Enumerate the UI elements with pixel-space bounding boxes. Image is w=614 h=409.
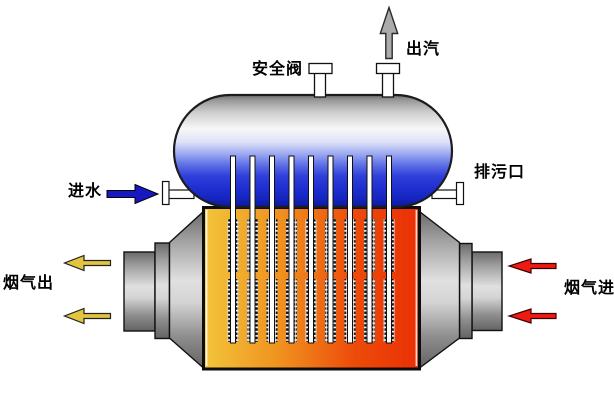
left-duct-cone	[168, 209, 205, 370]
flue-gas-in-arrow-icon-1	[507, 258, 557, 274]
heat-exchange-tube	[247, 155, 258, 344]
steam-outlet-stem	[381, 72, 395, 98]
steam-outlet-nozzle	[375, 62, 401, 98]
heat-exchange-tube	[344, 155, 356, 344]
flue-duct-left	[123, 209, 205, 370]
heat-exchange-tube	[266, 155, 278, 344]
left-duct-cylinder	[123, 251, 156, 332]
tube-body	[347, 155, 353, 344]
blowdown-port-label: 排污口	[474, 162, 526, 181]
safety-valve-nozzle	[308, 62, 333, 98]
flue-gas-out-label: 烟气出	[3, 273, 55, 292]
flue-gas-out-arrow-icon-1	[62, 254, 112, 272]
heat-exchange-tube	[286, 155, 297, 344]
flue-gas-in-arrow-icon-2	[507, 308, 557, 324]
tube-body	[288, 155, 295, 344]
safety-valve-cap	[308, 62, 333, 75]
tube-body	[308, 155, 314, 344]
steam-out-label: 出汽	[406, 39, 441, 58]
water-in-arrow-icon	[106, 183, 160, 205]
right-duct-cylinder	[471, 251, 503, 332]
heat-exchange-tube	[364, 155, 375, 344]
heat-exchange-tube	[383, 155, 395, 344]
blowdown-flange	[455, 181, 465, 206]
steam-outlet-cap	[375, 62, 401, 75]
heat-exchange-tube-bank	[227, 155, 395, 344]
heat-exchange-tube	[325, 155, 336, 344]
furnace-inner-edge-left	[205, 210, 208, 366]
water-inlet-flange	[161, 180, 170, 206]
flue-gas-in-label: 烟气进	[564, 278, 614, 297]
left-duct-ring	[154, 242, 171, 340]
tube-body	[249, 155, 256, 344]
heat-exchange-tube	[227, 155, 239, 344]
right-duct-ring	[458, 242, 473, 340]
water-in-label: 进水	[68, 181, 103, 200]
safety-valve-label: 安全阀	[252, 59, 304, 78]
tube-body	[386, 155, 392, 344]
flue-duct-right	[418, 210, 503, 370]
steam-out-arrow-icon	[379, 5, 399, 60]
tube-body	[366, 155, 373, 344]
flue-gas-out-arrow-icon-2	[62, 307, 112, 325]
safety-valve-stem	[313, 72, 327, 98]
right-duct-cone	[418, 210, 461, 370]
furnace-inner-edge-right	[415, 210, 418, 366]
heat-exchange-tube	[305, 155, 317, 344]
tube-body	[269, 155, 275, 344]
tube-body	[327, 155, 334, 344]
tube-body	[230, 155, 236, 344]
